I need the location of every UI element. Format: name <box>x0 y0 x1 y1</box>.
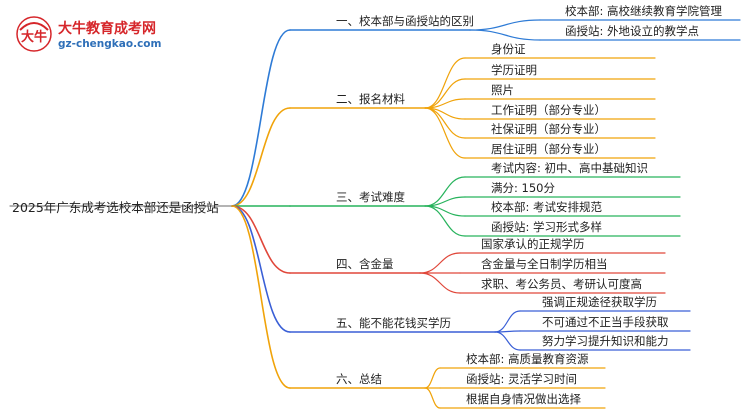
branch-3-leaf: 考试内容: 初中、高中基础知识 <box>491 161 648 175</box>
branch-4-leaf: 求职、考公务员、考研认可度高 <box>481 277 642 291</box>
branch-1-leaf: 校本部: 高校继续教育学院管理 <box>565 4 723 18</box>
branch-2-leaf: 居住证明（部分专业） <box>491 142 606 156</box>
branch-4-label: 四、含金量 <box>336 257 394 271</box>
leaf-connector <box>419 272 461 294</box>
leaf-connector <box>419 252 461 274</box>
branch-3-label: 三、考试难度 <box>336 190 405 204</box>
leaf-connector <box>469 29 541 41</box>
branch-1-label: 一、校本部与函授站的区别 <box>336 14 474 28</box>
leaf-connector <box>424 205 466 237</box>
branch-5-leaf: 强调正规途径获取学历 <box>542 295 657 309</box>
branch-connector <box>231 205 291 389</box>
leaf-connector <box>494 331 521 351</box>
leaf-connector <box>424 107 466 159</box>
branch-5-label: 五、能不能花钱买学历 <box>336 316 451 330</box>
branch-connector <box>231 107 291 207</box>
branch-2-leaf: 身份证 <box>491 42 526 56</box>
branch-connector <box>231 205 291 333</box>
logo-title: 大牛教育成考网 <box>58 21 156 37</box>
branch-4-leaf: 国家承认的正规学历 <box>481 237 585 251</box>
branch-6-leaf: 根据自身情况做出选择 <box>466 392 581 406</box>
site-logo: 大牛 大牛教育成考网 gz-chengkao.com <box>14 14 214 54</box>
leaf-connector <box>424 387 441 409</box>
leaf-connector <box>424 57 466 109</box>
branch-1-leaf: 函授站: 外地设立的教学点 <box>565 24 699 38</box>
logo-mark-text: 大牛 <box>21 29 47 45</box>
branch-6-leaf: 函授站: 灵活学习时间 <box>466 372 577 386</box>
branch-4-leaf: 含金量与全日制学历相当 <box>481 257 608 271</box>
branch-2-leaf: 照片 <box>491 83 514 97</box>
branch-2-leaf: 社保证明（部分专业） <box>491 122 606 136</box>
mindmap-links <box>9 19 741 409</box>
leaf-connector <box>469 19 541 31</box>
branch-5-leaf: 不可通过不正当手段获取 <box>542 315 669 329</box>
branch-2-leaf: 学历证明 <box>491 63 537 77</box>
branch-2-leaf: 工作证明（部分专业） <box>491 103 606 117</box>
logo-mark-icon: 大牛 <box>16 16 52 52</box>
branch-5-leaf: 努力学习提升知识和能力 <box>542 334 669 348</box>
branch-2-label: 二、报名材料 <box>336 92 405 106</box>
branch-3-leaf: 校本部: 考试安排规范 <box>491 200 603 214</box>
logo-url: gz-chengkao.com <box>58 38 162 50</box>
leaf-connector <box>424 367 441 389</box>
branch-3-leaf: 函授站: 学习形式多样 <box>491 220 602 234</box>
root-node-label: 2025年广东成考选校本部还是函授站 <box>12 200 219 215</box>
branch-6-leaf: 校本部: 高质量教育资源 <box>466 352 589 366</box>
branch-connector <box>231 205 291 274</box>
branch-connector <box>231 29 291 207</box>
branch-6-label: 六、总结 <box>336 372 382 386</box>
branch-3-leaf: 满分: 150分 <box>491 181 555 195</box>
leaf-connector <box>494 310 521 333</box>
